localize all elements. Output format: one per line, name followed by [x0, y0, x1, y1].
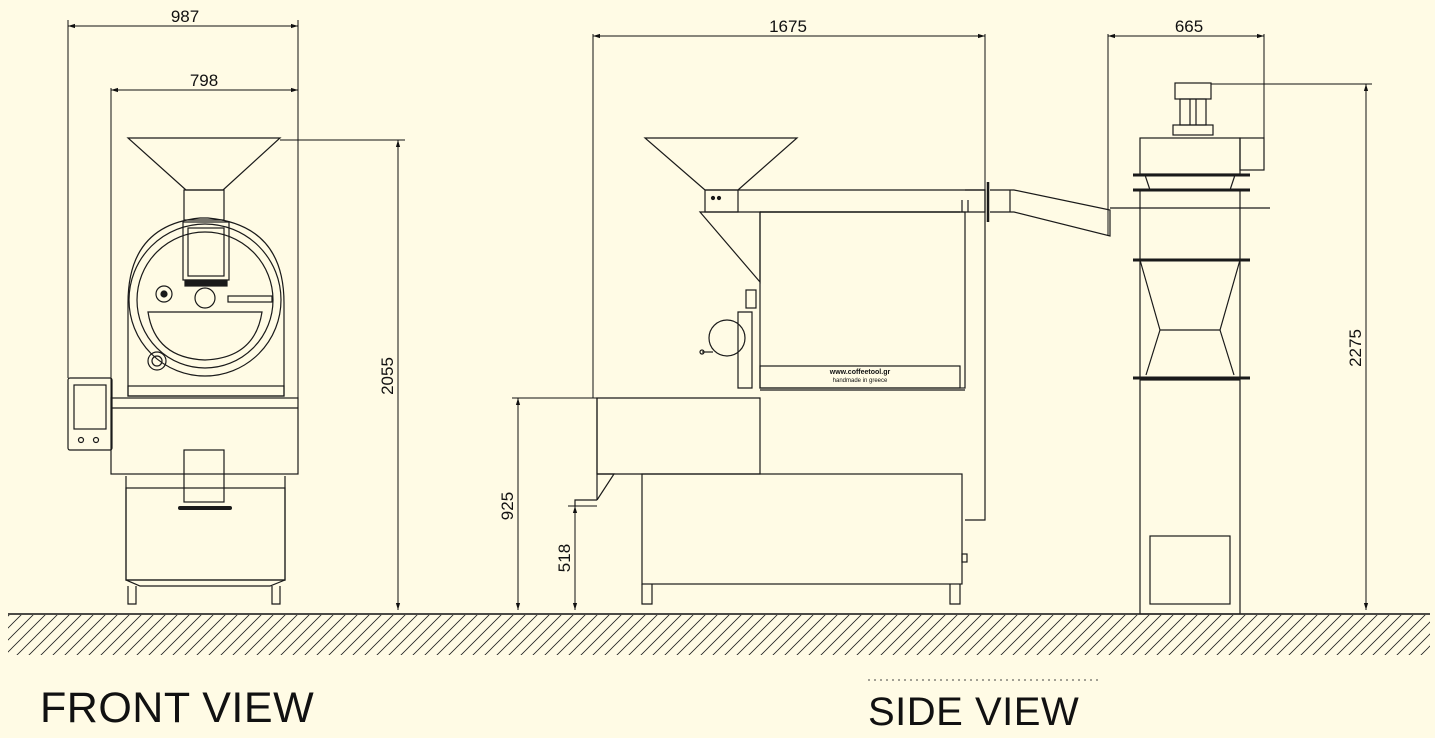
- side-view-label: SIDE VIEW: [868, 690, 1080, 734]
- dim-front-height: 2055: [378, 357, 397, 395]
- ground: [8, 613, 1430, 655]
- dim-front-body-width: 798: [190, 71, 218, 90]
- dim-cyclone-height: 2275: [1346, 329, 1365, 367]
- side-view-machine: [574, 137, 1111, 605]
- front-dimension-lines: [67, 20, 405, 610]
- side-dimension-lines: [512, 33, 1372, 610]
- dim-cooler-height: 518: [555, 544, 574, 572]
- cyclone-assembly: [1110, 82, 1270, 615]
- dim-front-total-width: 987: [171, 7, 199, 26]
- dim-tray-height: 925: [498, 492, 517, 520]
- dim-cyclone-width: 665: [1175, 17, 1203, 36]
- front-view-machine: [67, 137, 299, 605]
- machine-website: www.coffeetool.gr: [829, 369, 891, 376]
- machine-tagline: handmade in greece: [833, 378, 888, 384]
- front-view-label: FRONT VIEW: [40, 684, 315, 732]
- dim-side-total-length: 1675: [769, 17, 807, 36]
